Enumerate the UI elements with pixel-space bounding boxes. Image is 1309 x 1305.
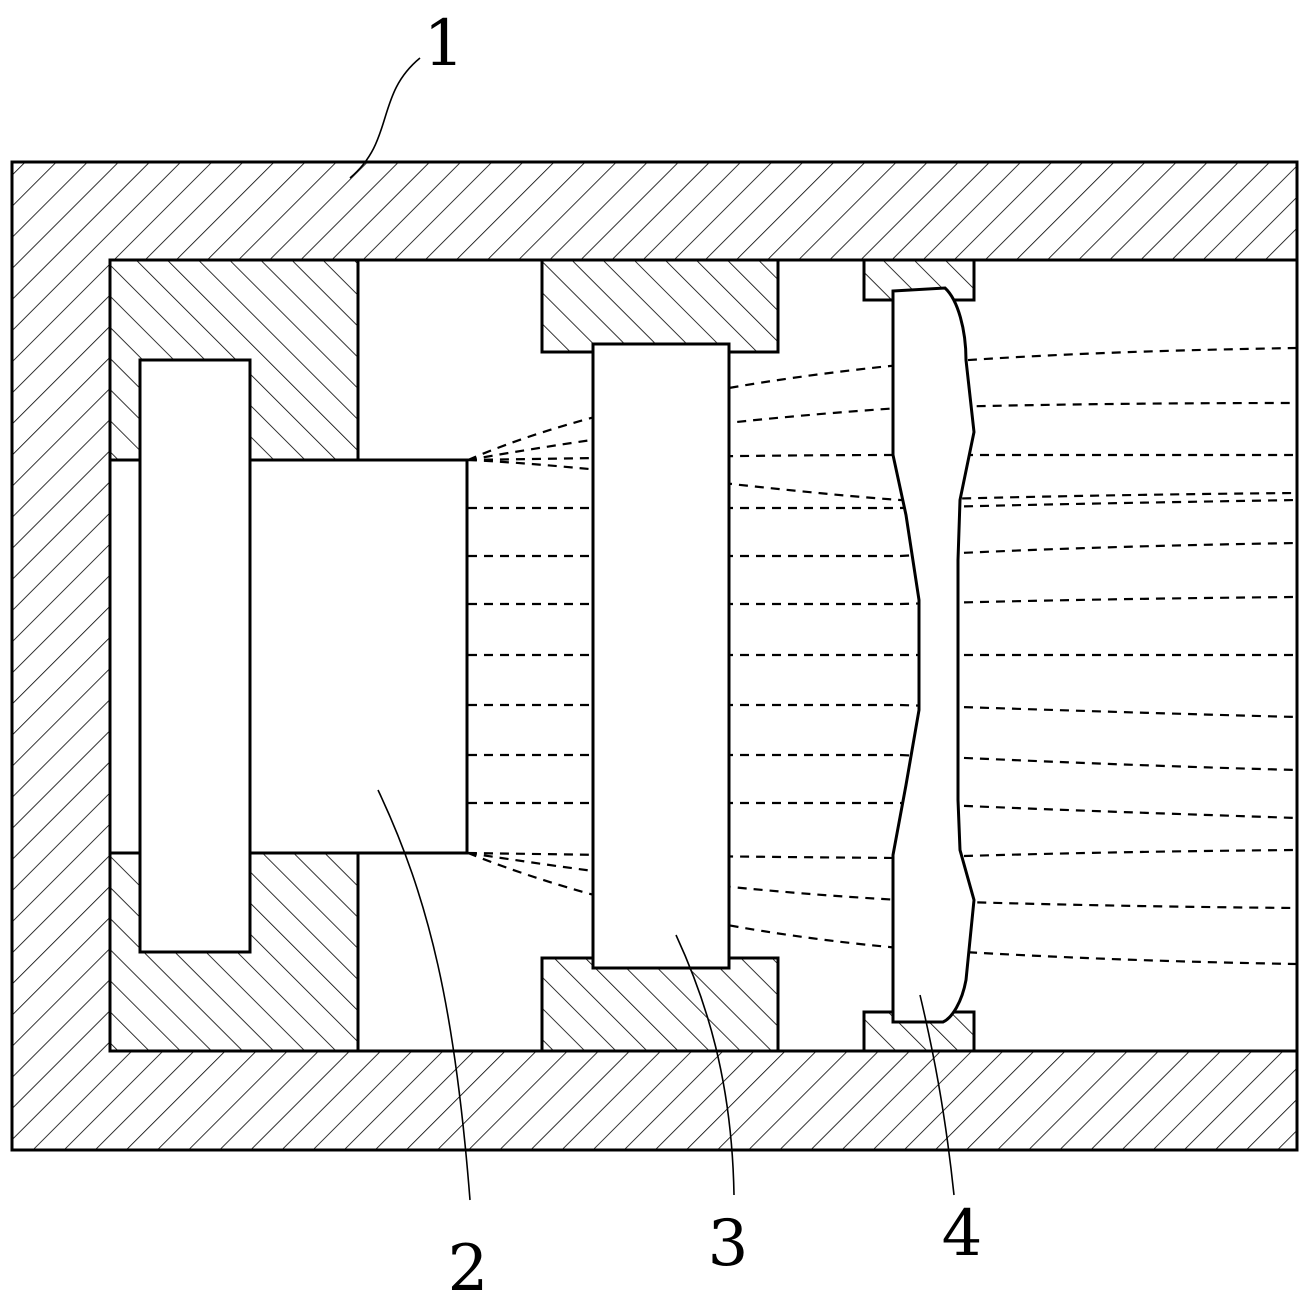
leader-lines [349,57,955,1201]
first-lens-mount-top [540,258,780,354]
ray [467,851,1298,966]
leader-line-2 [377,789,471,1201]
laser-source [108,358,469,954]
first-lens [591,342,731,970]
ray [467,346,1298,462]
laser-base-plate [138,358,252,954]
second-lens [891,286,976,1024]
first-lens-mount [540,258,780,1053]
leader-line-4 [919,994,955,1196]
label-first-lens: 3 [708,1207,749,1281]
label-housing: 1 [424,7,465,81]
label-laser-source: 2 [448,1232,489,1305]
first-lens-mount-bottom [540,956,780,1053]
leader-line-1 [349,57,421,179]
label-second-lens: 4 [942,1197,983,1271]
leader-line-3 [675,934,735,1196]
